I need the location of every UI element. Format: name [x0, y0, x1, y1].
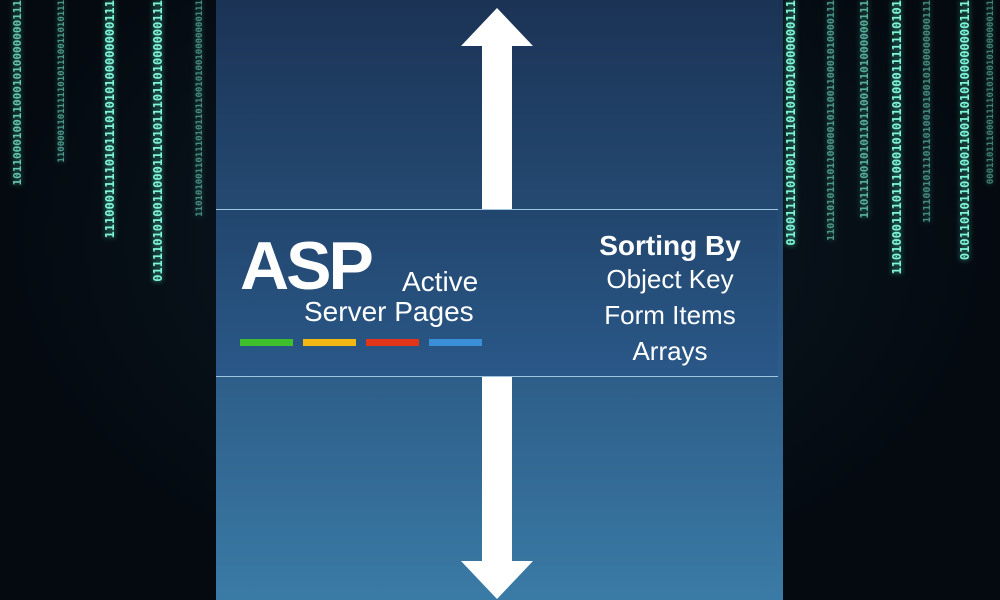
- asp-logo-text: ASP: [240, 228, 374, 304]
- logo-color-bar-red: [366, 339, 419, 346]
- arrow-up-shaft: [482, 40, 512, 209]
- binary-column: 110111001010110110011101000000111: [858, 0, 871, 219]
- binary-column: 010110101101100110011010100000000111: [958, 0, 972, 261]
- topic-item-form-items: Form Items: [604, 300, 736, 330]
- binary-column: 1111001011101101001010010100000000111: [922, 0, 933, 223]
- sorting-heading: Sorting By: [599, 230, 741, 261]
- binary-column: 1011000100110001010000000111: [11, 0, 24, 186]
- logo-color-bar-yellow: [303, 339, 356, 346]
- title-band: [216, 209, 778, 377]
- binary-column: 011110101001100011101011101101000000111: [151, 0, 165, 282]
- logo-color-bar-blue: [429, 339, 482, 346]
- logo-line-active: Active: [402, 266, 479, 297]
- binary-column: 111000111101011101010100000000111: [103, 0, 117, 239]
- binary-rain-left: 1011000100110001010000000111 11000011011…: [0, 0, 216, 600]
- binary-column: 1101101011101100000101100110001010000111: [826, 0, 837, 241]
- center-panel: [216, 0, 783, 600]
- binary-column: 1101010011011101011011001010010000000111: [195, 0, 205, 217]
- binary-column: 11010001110111000101011010001111110101: [890, 0, 904, 275]
- arrow-down-shaft: [482, 377, 512, 563]
- topic-item-object-key: Object Key: [606, 264, 734, 294]
- binary-column: 110000110111110101110011010111: [57, 0, 67, 163]
- topic-item-arrays: Arrays: [632, 336, 708, 366]
- arrow-up-icon: [461, 8, 533, 46]
- arrow-down-icon: [461, 561, 533, 599]
- binary-column: 0001101110001111010100101000000111: [986, 0, 996, 185]
- logo-color-bar-green: [240, 339, 293, 346]
- binary-column: 0100111101001111101010010000000111: [784, 0, 798, 246]
- logo-line-server-pages: Server Pages: [304, 296, 474, 327]
- binary-rain-right: 0100111101001111101010010000000111 11011…: [783, 0, 1000, 600]
